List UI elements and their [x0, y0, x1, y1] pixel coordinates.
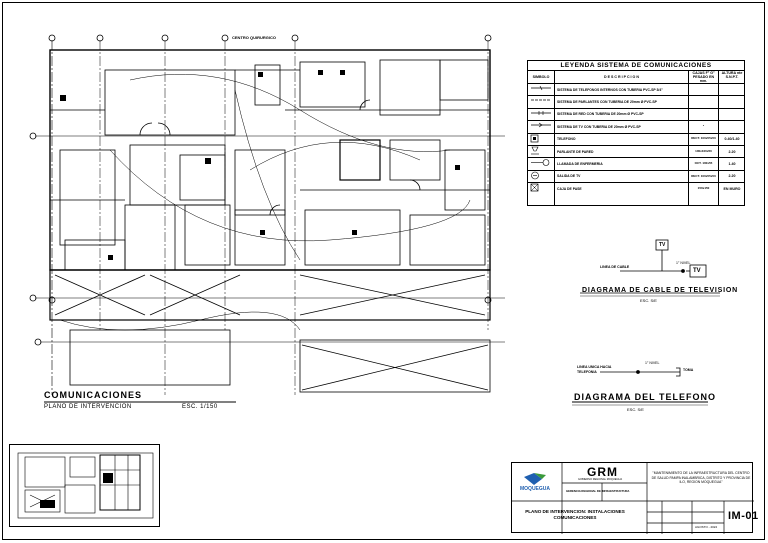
- plan-scale: ESC. 1/150: [182, 404, 218, 410]
- legend-header-box: CAJAS F° G° PESADO EN mm.: [692, 71, 715, 83]
- sheet-code: IM-01: [728, 510, 759, 522]
- legend-row: PARLANTE DE PARED 100x100x50 2.20: [528, 145, 744, 157]
- legend-row-description: SISTEMA DE TELEFONOS INTERNOS CON TUBERI…: [557, 87, 663, 92]
- legend-row: SALIDA DE TV RECT. 100x55x50 2.20: [528, 169, 744, 182]
- title-block: MOQUEGUA GRM GOBIERNO REGIONAL MOQUEGUA …: [511, 462, 758, 534]
- legend-header-height: ALTURA nte S.N.P.T.: [721, 71, 743, 79]
- legend-row: TELEFONO RECT. 100x55x50 0.40/1.40: [528, 132, 744, 145]
- legend-row-description: SISTEMA DE TV CON TUBERIA DE 20mm Ø PVC-…: [557, 124, 641, 129]
- legend-row: SISTEMA DE PARLANTES CON TUBERIA DE 20mm…: [528, 95, 744, 107]
- legend-row-box: RECT. 100x55x50: [691, 173, 716, 178]
- tv-diagram-incoming-label: LINEA DE CABLE: [600, 265, 630, 269]
- telephone-outlet-icon: [530, 134, 553, 145]
- logo-text: MOQUEGUA: [520, 486, 550, 492]
- telephone-line-icon: [530, 84, 553, 95]
- legend-row: CAJA DE PASE 150x150 EN MURO: [528, 182, 744, 194]
- plan-title: COMUNICACIONES: [44, 390, 143, 400]
- company-sub2: GERENCIA REGIONAL DE INFRAESTRUCTURA: [566, 489, 630, 493]
- legend-row-height: [719, 96, 745, 107]
- tv-outlet-icon: [530, 171, 553, 182]
- legend-row-box: [689, 96, 718, 107]
- legend-header-description: D E S C R I P C I O N: [604, 75, 639, 79]
- legend-row-box: *: [702, 124, 705, 129]
- legend-header-symbol: SIMBOLO: [532, 75, 550, 79]
- sheet-title: PLANO DE INTERVENCION: INSTALACIONES COM…: [525, 509, 625, 520]
- legend-row-description: PARLANTE DE PARED: [557, 149, 594, 154]
- phone-diagram-title: DIAGRAMA DEL TELEFONO: [574, 392, 716, 402]
- tv-diagram-title: DIAGRAMA DE CABLE DE TELEVISION: [582, 287, 738, 294]
- legend-row: SISTEMA DE TV CON TUBERIA DE 20mm Ø PVC-…: [528, 120, 744, 132]
- legend-row-height: EN MURO: [723, 186, 741, 191]
- tv-diagram-scale: ESC. S/E: [640, 298, 657, 303]
- data-line-icon: [530, 109, 553, 120]
- legend-row-height: [719, 84, 745, 95]
- legend-row-height: 2.20: [728, 149, 736, 154]
- legend-row-description: TELEFONO: [557, 137, 576, 142]
- legend-row-box: 150x150: [697, 186, 710, 191]
- legend-row-height: 0.40/1.40: [724, 137, 740, 142]
- legend-title: LEYENDA SISTEMA DE COMUNICACIONES: [528, 61, 744, 71]
- legend-row-height: 1.40: [728, 162, 736, 167]
- phone-diagram-outlet-label: TOMA: [683, 368, 694, 372]
- legend-row-box: RECT. 100x55x50: [691, 136, 716, 141]
- plan-top-label: CENTRO QUIRURGICO: [232, 35, 276, 40]
- legend-row-box: 100x100x50: [695, 148, 712, 153]
- speaker-line-icon: [530, 96, 553, 107]
- plan-subtitle: PLANO DE INTERVENCION: [44, 404, 132, 410]
- speaker-icon: [530, 146, 553, 157]
- legend-table: LEYENDA SISTEMA DE COMUNICACIONES SIMBOL…: [527, 60, 745, 206]
- legend-row-height: 2.20: [728, 174, 736, 179]
- title-block-grid: [512, 463, 754, 534]
- company-name: GRM: [587, 465, 618, 479]
- legend-row-description: SALIDA DE TV: [557, 174, 581, 179]
- phone-diagram-incoming-label: LINEA UNICA HACIA TELEFONIA: [577, 365, 612, 374]
- legend-row-description: SISTEMA DE PARLANTES CON TUBERIA DE 20mm…: [557, 100, 657, 105]
- legend-row-height: [719, 121, 745, 132]
- tv-diagram-floor-label: 1° NIVEL: [676, 261, 691, 265]
- legend-row-description: LLAMADA DE ENFERMERIA: [557, 162, 603, 167]
- phone-diagram-floor-label: 1° NIVEL: [645, 361, 660, 365]
- company-sub: GOBIERNO REGIONAL MOQUEGUA: [578, 478, 623, 481]
- tv-diagram-device-label: TV: [659, 242, 666, 248]
- legend-row-height: [719, 109, 745, 120]
- legend-row-description: SISTEMA DE RED CON TUBERIA DE 20mm Ø PVC…: [557, 112, 644, 117]
- legend-row-box: [689, 84, 718, 95]
- key-plan-inset: [9, 444, 160, 527]
- call-switch-icon: [530, 158, 553, 169]
- pass-box-icon: [530, 183, 553, 194]
- project-name: "MANTENIMIENTO DE LA INFRAESTRUCTURA DEL…: [651, 471, 751, 484]
- legend-row-box: OCT. 100x55: [694, 161, 713, 166]
- tv-line-icon: [530, 121, 553, 132]
- tv-diagram-tv-icon: TV: [693, 268, 701, 274]
- legend-row-box: [689, 109, 718, 120]
- sheet-date: AGOSTO - 2022: [695, 525, 718, 529]
- legend-row-description: CAJA DE PASE: [557, 186, 582, 191]
- legend-row: SISTEMA DE RED CON TUBERIA DE 20mm Ø PVC…: [528, 107, 745, 120]
- phone-diagram-scale: ESC. S/E: [627, 407, 644, 412]
- legend-row: SISTEMA DE TELEFONOS INTERNOS CON TUBERI…: [528, 83, 744, 95]
- legend-row: LLAMADA DE ENFERMERIA OCT. 100x55 1.40: [528, 157, 744, 169]
- key-plan-drawing: [17, 452, 154, 519]
